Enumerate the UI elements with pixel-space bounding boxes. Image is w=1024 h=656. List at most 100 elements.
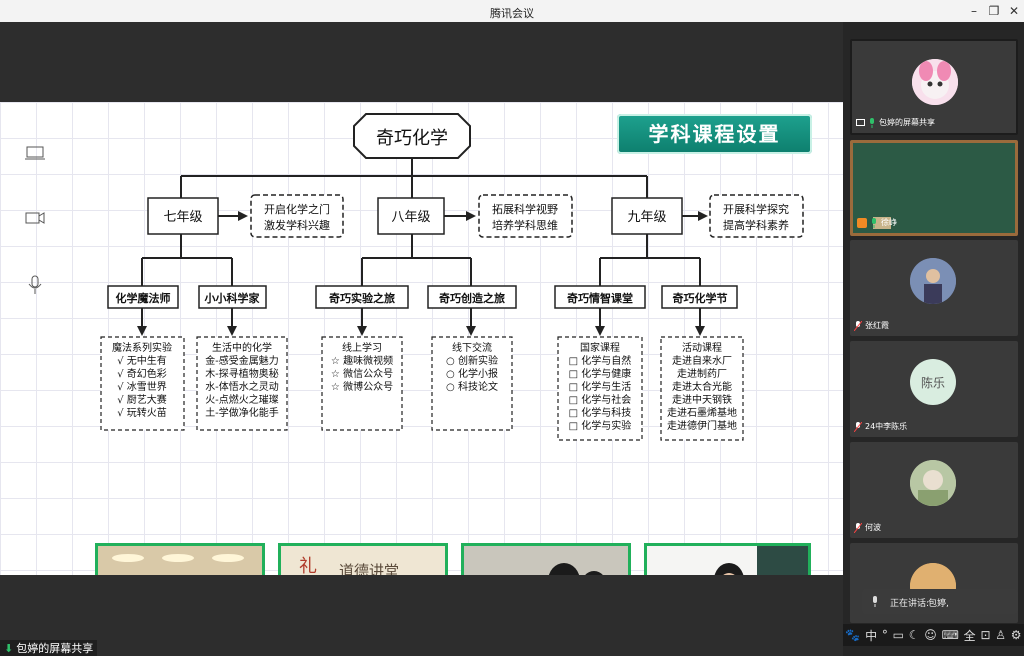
host-icon [857, 217, 867, 228]
section-banner: 学科课程设置 [617, 114, 812, 154]
course-1: 小小科学家 [204, 291, 261, 305]
tile-label: 何波 [853, 522, 881, 533]
course-2: 奇巧实验之旅 [329, 291, 395, 305]
course-item: ○ 创新实验 [446, 354, 498, 367]
close-icon[interactable]: ✕ [1008, 4, 1020, 18]
goal-7-line1: 开启化学之门 [264, 202, 330, 216]
goal-9-frame [709, 194, 804, 238]
course-item: 走进制药厂 [677, 367, 727, 380]
photo-student-poster [644, 543, 811, 575]
course-item: □ 化学与社会 [569, 393, 632, 406]
punctuation-icon[interactable]: ° [881, 628, 888, 642]
goal-8-line2: 培养学科思维 [492, 218, 558, 232]
taskbar-tray: 🐾 中 ° ▭ ☾ ☺ ⌨ 全 ⊡ ♙ ⚙ [843, 624, 1024, 646]
course-item: □ 化学与健康 [569, 367, 632, 380]
grade-8: 八年级 [391, 210, 430, 225]
photo2-char: 礼 [299, 556, 317, 575]
participant-tile[interactable]: 张红霞 [850, 240, 1018, 336]
grade-8-frame [377, 197, 445, 235]
settings-icon[interactable]: ⚙ [1010, 628, 1022, 642]
muted-microphone-icon [853, 320, 863, 331]
screen-share-label: ⬇ 包婷的屏幕共享 [0, 640, 98, 656]
participant-tile[interactable]: 陈乐 24中李陈乐 [850, 341, 1018, 437]
restore-icon[interactable]: ❐ [988, 4, 1000, 18]
screen-share-icon [856, 119, 865, 126]
course-item: □ 化学与自然 [569, 354, 632, 367]
photo-lecture-hall: 礼 道德讲堂 [278, 543, 448, 575]
moon-icon[interactable]: ☾ [908, 628, 920, 642]
participant-tile[interactable]: 何波 [850, 442, 1018, 538]
monitor-icon[interactable]: ▭ [892, 628, 904, 642]
avatar [910, 258, 956, 304]
course-item: 水-体悟水之灵动 [205, 380, 279, 393]
avatar-text: 陈乐 [920, 375, 945, 390]
tile-label: 张红霞 [853, 320, 889, 331]
participant-name: 包婷的屏幕共享 [879, 118, 935, 127]
window-titlebar: 腾讯会议 – ❐ ✕ [0, 0, 1024, 22]
course-item: √ 玩转火苗 [117, 406, 167, 419]
microphone-icon [871, 596, 879, 610]
course-item: □ 化学与生活 [569, 380, 632, 393]
crop-icon[interactable]: ⊡ [980, 628, 991, 642]
avatar: 陈乐 [910, 359, 956, 405]
download-icon: ⬇ [4, 641, 14, 655]
root-node: 奇巧化学 [376, 128, 448, 149]
course-item: □ 化学与科技 [569, 406, 632, 419]
course-item: 国家课程 [580, 341, 620, 354]
goal-7-frame [250, 194, 344, 238]
participant-name: 何波 [865, 523, 881, 532]
minimize-icon[interactable]: – [971, 4, 977, 18]
course-item: □ 化学与实验 [569, 419, 632, 432]
laptop-icon [24, 144, 46, 162]
photo2-sign: 道德讲堂 [339, 562, 399, 575]
course-item: ○ 化学小报 [446, 367, 498, 380]
grade-7-frame [147, 197, 219, 235]
photo-experiment [461, 543, 631, 575]
speaking-label: 正在讲话: [890, 599, 930, 609]
fullwidth-icon[interactable]: 全 [963, 628, 976, 643]
photo-auditorium [95, 543, 265, 575]
person-icon[interactable]: ♙ [995, 628, 1007, 642]
speaking-name: 包婷, [928, 599, 949, 609]
microphone-icon [870, 217, 878, 228]
muted-microphone-icon [853, 421, 863, 432]
window-title: 腾讯会议 [490, 7, 534, 20]
grade-7: 七年级 [163, 210, 202, 225]
course-0: 化学魔法师 [116, 291, 171, 305]
course-4: 奇巧情智课堂 [567, 291, 633, 305]
course-item: 活动课程 [682, 342, 722, 354]
share-label-text: 包婷的屏幕共享 [16, 642, 94, 655]
avatar [910, 460, 956, 506]
microphone-icon [868, 117, 876, 128]
ime-icon[interactable]: 中 [865, 628, 878, 643]
paw-icon[interactable]: 🐾 [845, 628, 861, 642]
course-item: 魔法系列实验 [112, 341, 172, 354]
shared-slide: 奇巧化学 七年级 八年级 九年级 开启化学之门 激发学科兴趣 拓展科学视野 培养… [0, 102, 843, 575]
course-item: ☆ 微博公众号 [331, 380, 393, 393]
participant-tile-host[interactable]: 徐峥 [850, 140, 1018, 236]
course-item: 生活中的化学 [212, 341, 272, 354]
participant-name: 24中李陈乐 [865, 422, 908, 431]
camera-icon [24, 209, 46, 227]
participant-name: 徐峥 [881, 218, 897, 227]
course-item: 走进德伊门基地 [667, 419, 737, 432]
course-item: 走进太合光能 [672, 380, 732, 393]
goal-8-frame [478, 194, 573, 238]
course-item: 火-点燃火之璀璨 [205, 393, 279, 406]
grade-9-frame [611, 197, 683, 235]
course-tree-diagram: 奇巧化学 七年级 八年级 九年级 开启化学之门 激发学科兴趣 拓展科学视野 培养… [100, 113, 804, 441]
course-item: √ 厨艺大赛 [117, 393, 167, 406]
goal-9-line1: 开展科学探究 [723, 202, 789, 216]
goal-8-line1: 拓展科学视野 [492, 202, 558, 216]
course-3: 奇巧创造之旅 [439, 291, 505, 305]
course-item: 木-探寻植物奥秘 [205, 367, 279, 380]
course-item: √ 冰雪世界 [117, 380, 167, 393]
chalkboard-background [853, 143, 1015, 233]
avatar [912, 59, 958, 105]
course-item: 土-学做净化能手 [205, 406, 279, 419]
participant-tile-share[interactable]: 包婷的屏幕共享 [850, 39, 1018, 135]
goal-7-line2: 激发学科兴趣 [264, 218, 330, 232]
keyboard-icon[interactable]: ⌨ [941, 628, 959, 642]
grade-9: 九年级 [627, 210, 666, 225]
emoji-icon[interactable]: ☺ [924, 628, 937, 642]
